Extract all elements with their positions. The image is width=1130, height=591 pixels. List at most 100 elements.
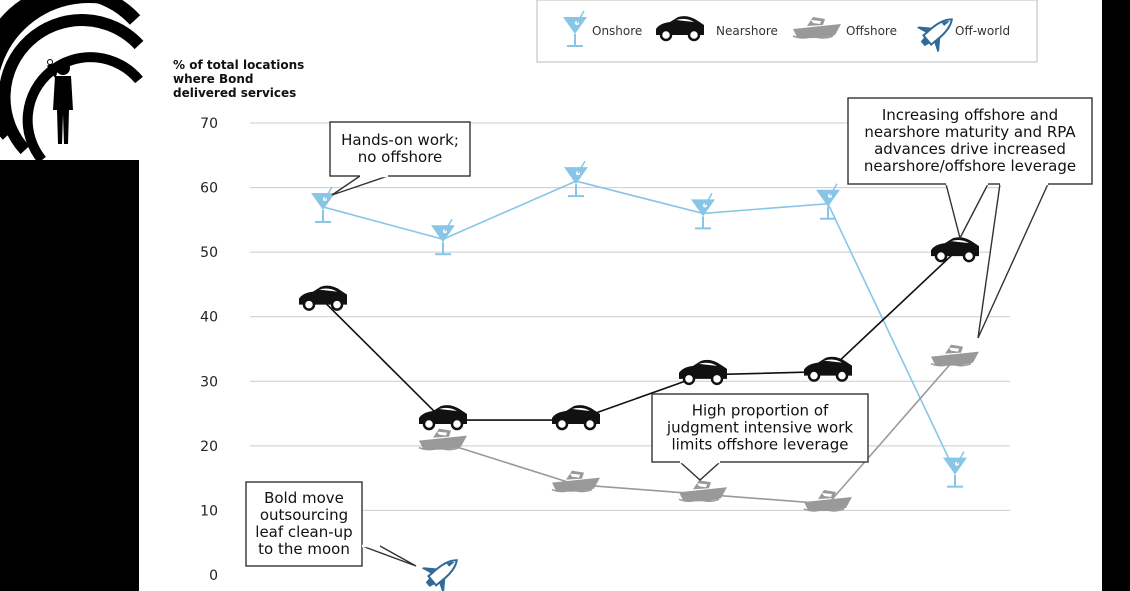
legend-onshore-label: Onshore [592,24,642,38]
annotation-pointer [945,183,989,240]
car-wheel [835,369,849,382]
boat-window [437,431,447,436]
annotation-text-line: outsourcing [260,506,348,524]
nearshore-marker-sports-car-icon [679,359,727,386]
onshore-marker-martini-glass-icon [431,218,455,256]
boat-hull [679,487,727,502]
car-wheel [682,372,696,386]
offshore-marker-speedboat-icon [418,428,467,451]
nearshore-marker-sports-car-icon [931,237,979,263]
martini-bowl [563,17,587,34]
martini-stick [324,186,333,200]
car-wheel [687,28,701,42]
y-axis-label-line: delivered services [173,86,296,100]
logo-spiral-arc [22,52,143,164]
shuttle-cockpit [446,561,455,567]
gun-barrel-spiral-logo [0,0,144,164]
car-window [951,240,969,244]
annotation-pointer [977,183,1049,339]
series-markers [299,160,979,591]
offshore-marker-speedboat-icon [678,480,727,503]
boat-window [697,483,707,488]
logo-spiral-arc [0,14,144,155]
shuttle-cockpit [941,21,950,26]
annotation-box [651,393,869,463]
y-tick-label: 20 [200,439,218,455]
boat-wake [418,446,460,451]
y-tick-label: 50 [200,245,218,261]
boat-window [570,473,580,478]
y-tick-label: 70 [200,116,218,132]
martini-bowl [311,192,335,210]
onshore-series-line [322,180,956,473]
shuttle-wing [421,567,438,574]
shuttle-rotated [916,18,953,53]
annotation-pointer [679,461,721,481]
gridlines [250,122,1010,511]
offshore-marker-speedboat-icon [551,470,600,493]
silhouette-gun [47,59,53,65]
legend-onshore-martini-glass-icon [563,10,587,47]
boat-wake [792,35,834,39]
boat-window [949,347,959,352]
boat-wake [678,498,720,503]
silhouette-head [56,61,70,75]
car-wheel [659,28,673,42]
boat-window [822,492,832,497]
annotation-text-line: Bold move [264,489,344,507]
y-axis-label-line: % of total locations [173,58,304,72]
boat-hull [419,435,467,450]
car-wheel [422,417,436,431]
car-wheel [962,249,976,263]
onshore-marker-martini-glass-icon [691,193,715,230]
annotation-text-line: nearshore maturity and RPA [864,123,1076,141]
boat-hull [931,351,979,366]
shuttle-wing [934,36,941,53]
car-window [824,359,842,363]
legend-offworld-space-shuttle-icon [916,18,953,53]
onshore-marker-martini-glass-icon [311,186,335,223]
car-window [319,288,337,292]
car-wheel [934,249,948,263]
shuttle-engine [425,577,435,587]
shuttle-fuselage [922,18,953,47]
car-window [439,407,457,412]
car-wheel [807,369,821,382]
logo-spiral-arc [0,0,120,72]
car-wheel [555,417,569,431]
shuttle-wing [916,26,933,33]
legend-nearshore-sports-car-icon [656,16,704,42]
boat-hull [804,496,852,512]
y-tick-label: 60 [200,181,218,197]
onshore-marker-martini-glass-icon [816,183,840,220]
car-window [699,362,717,366]
y-tick-label: 10 [200,503,218,519]
martini-stick [704,193,713,206]
boat-wake [551,488,593,493]
onshore-marker-martini-glass-icon [564,160,588,198]
annotation-text-line: nearshore/offshore leverage [864,157,1076,175]
y-tick-label: 0 [209,568,218,584]
annotation-text-line: Hands-on work; [341,131,459,149]
car-wheel [583,417,597,431]
legend-box [536,0,1038,63]
silhouette-arm [47,63,57,78]
annotation-pointer [331,175,389,196]
annotation-pointer [361,545,417,567]
bond-silhouette-icon [47,59,73,144]
shuttle-engine [920,36,930,47]
shuttle-rotated [421,559,458,591]
martini-stick [444,218,453,232]
car-wheel [330,298,344,311]
offworld-marker-space-shuttle-icon [421,559,458,591]
legend-offshore-speedboat-icon [792,17,841,39]
boat-window [811,20,821,24]
annotation-text-line: limits offshore leverage [671,436,848,454]
martini-stick [576,10,585,24]
